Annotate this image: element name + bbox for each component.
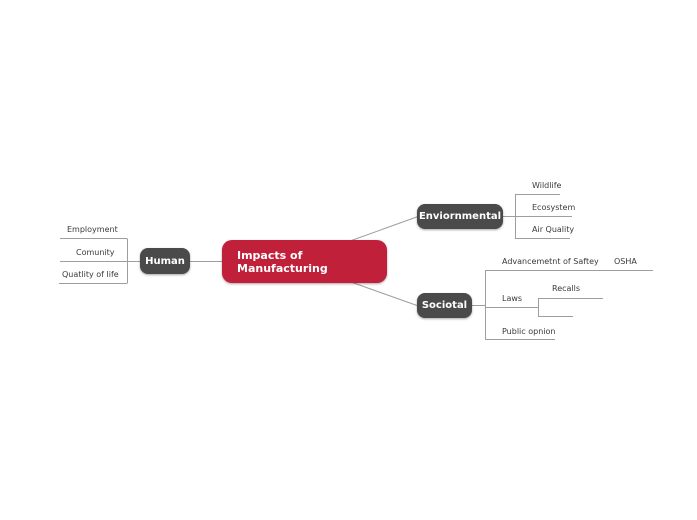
leaf-label-osha[interactable]: OSHA xyxy=(614,257,637,266)
leaf-label-employment[interactable]: Employment xyxy=(67,225,118,234)
leaf-label-public-opnion[interactable]: Public opnion xyxy=(502,327,556,336)
leaf-label-air-quality[interactable]: Air Quality xyxy=(532,225,575,234)
leaf-label-comunity[interactable]: Comunity xyxy=(76,248,115,257)
leaf-label-ecosystem[interactable]: Ecosystem xyxy=(532,203,576,212)
node-societal[interactable]: Sociotal xyxy=(417,293,472,318)
connector-root-environmental xyxy=(349,216,419,242)
leaf-label-quatlity-of-life[interactable]: Quatlity of life xyxy=(62,270,119,279)
leaf-label-recalls[interactable]: Recalls xyxy=(552,284,581,293)
node-human-label: Human xyxy=(145,255,185,267)
node-societal-label: Sociotal xyxy=(421,300,468,311)
leaf-label-wildlife[interactable]: Wildlife xyxy=(532,181,562,190)
node-human[interactable]: Human xyxy=(140,248,190,274)
root-label-line2: Manufacturing xyxy=(237,261,328,275)
node-environmental-label: Enviornmental xyxy=(418,211,502,222)
node-environmental[interactable]: Enviornmental xyxy=(417,204,503,229)
leaf-label-laws[interactable]: Laws xyxy=(502,294,523,303)
root-label-line1: Impacts of xyxy=(237,248,303,262)
connector-root-societal xyxy=(350,281,418,306)
leaf-label-advancement-of-saftey[interactable]: Advancemetnt of Saftey xyxy=(502,257,599,266)
node-root-impacts-of-manufacturing[interactable]: Impacts of Manufacturing xyxy=(222,240,387,283)
